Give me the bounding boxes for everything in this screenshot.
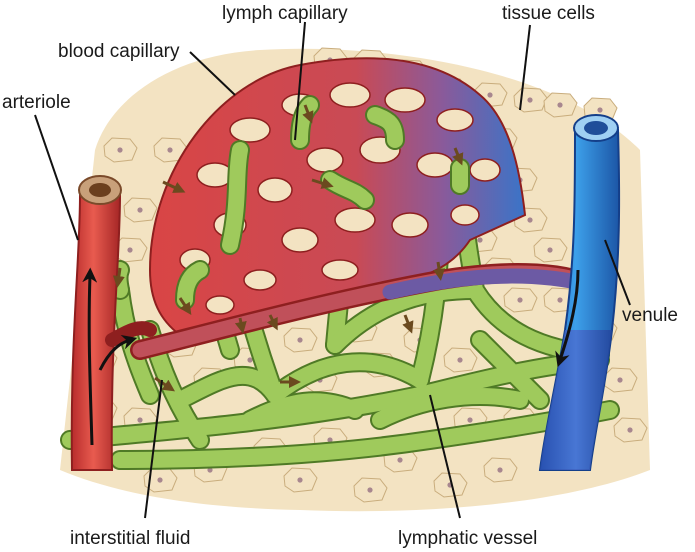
cell-nucleus xyxy=(527,97,533,103)
cell-nucleus xyxy=(557,297,563,303)
cell-nucleus xyxy=(617,377,623,383)
cell-nucleus xyxy=(517,297,523,303)
label-tissue-cells: tissue cells xyxy=(502,3,595,24)
cell-nucleus xyxy=(137,207,143,213)
cell-nucleus xyxy=(397,457,403,463)
cell-nucleus xyxy=(627,427,633,433)
cell-nucleus xyxy=(477,237,483,243)
cell-nucleus xyxy=(117,147,123,153)
label-arteriole: arteriole xyxy=(2,92,71,113)
cell-nucleus xyxy=(137,417,143,423)
arteriole-vessel xyxy=(70,175,157,471)
cell-nucleus xyxy=(547,247,553,253)
cell-nucleus xyxy=(167,147,173,153)
cell-nucleus xyxy=(367,487,373,493)
blood-flow-arrows xyxy=(82,267,580,446)
venule-vessel xyxy=(538,114,621,471)
label-interstitial-fluid: interstitial fluid xyxy=(70,528,190,549)
cell-nucleus xyxy=(207,467,213,473)
label-blood-capillary: blood capillary xyxy=(58,41,180,62)
cell-nucleus xyxy=(597,107,603,113)
cell-nucleus xyxy=(527,217,533,223)
cell-nucleus xyxy=(247,357,253,363)
cell-nucleus xyxy=(127,247,133,253)
arteriole-flow-arrow xyxy=(82,267,98,446)
cell-nucleus xyxy=(327,437,333,443)
label-venule: venule xyxy=(622,305,678,326)
label-lymphatic-vessel: lymphatic vessel xyxy=(398,528,537,549)
cell-nucleus xyxy=(467,417,473,423)
arteriole-branch-arrow xyxy=(98,334,138,371)
cell-nucleus xyxy=(487,92,493,98)
venule-flow-arrow xyxy=(555,269,580,368)
cell-nucleus xyxy=(157,477,163,483)
cell-nucleus xyxy=(297,477,303,483)
cell-nucleus xyxy=(297,337,303,343)
label-lymph-capillary: lymph capillary xyxy=(222,3,348,24)
leader-lines xyxy=(34,21,631,519)
cell-nucleus xyxy=(497,467,503,473)
cell-nucleus xyxy=(557,102,563,108)
cell-nucleus xyxy=(457,357,463,363)
